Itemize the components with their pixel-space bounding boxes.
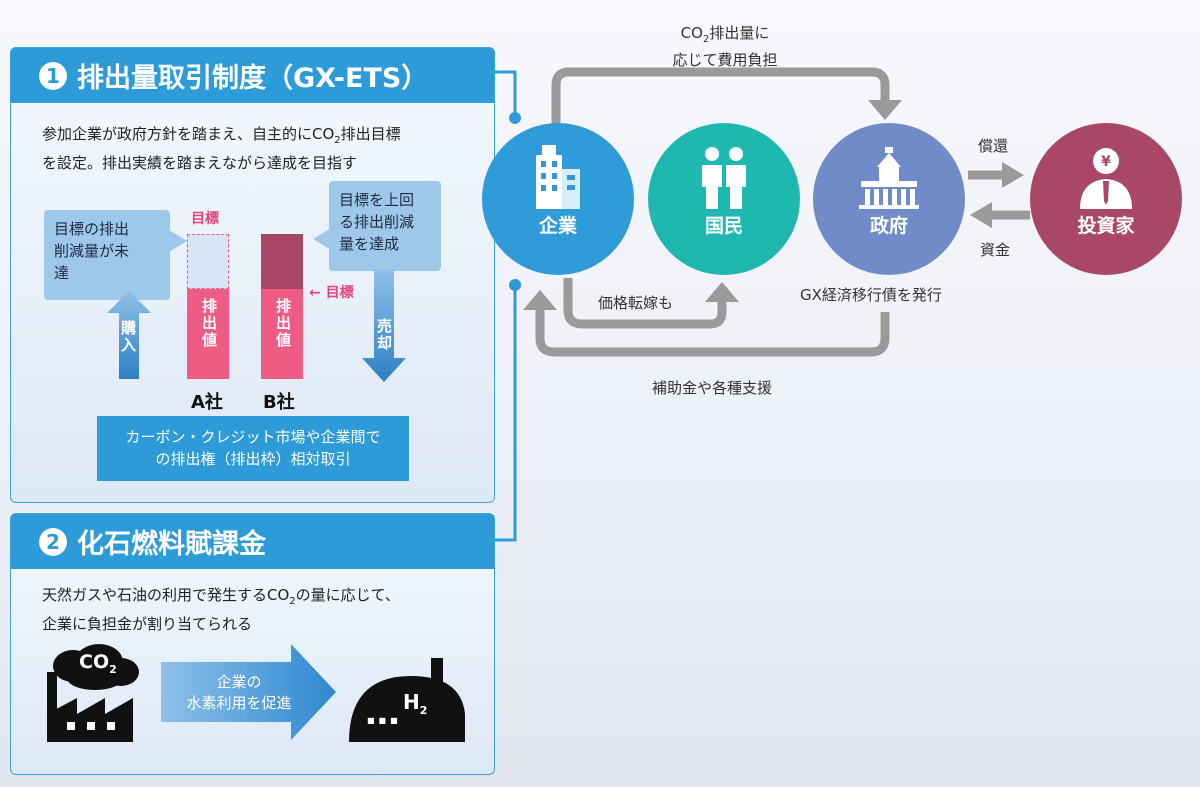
cost-label-b: 排出量に <box>709 24 770 42</box>
bubble-right-line1: 目標を上回 <box>339 191 415 209</box>
government-circle: 政府 <box>813 123 965 275</box>
panel2-header: 2 化石燃料賦課金 <box>11 514 494 569</box>
panel2-connector-line <box>494 285 517 542</box>
bubble-left-line3: 達 <box>54 264 70 282</box>
hydrogen-arrow-line2: 水素利用を促進 <box>186 694 292 712</box>
hydrogen-plant-windows: ■■■ <box>367 716 402 725</box>
hydrogen-promotion-arrow <box>161 644 336 740</box>
panel1-title: 排出量取引制度（GX-ETS） <box>77 63 429 94</box>
bubble-target-exceeded: 目標を上回 る排出削減 量を達成 <box>329 181 441 271</box>
top-flow-arrow <box>551 67 890 155</box>
bar-a-label: 排出値 <box>200 298 218 349</box>
government-label: 政府 <box>869 215 908 237</box>
top-flow-arrowhead <box>868 100 902 120</box>
target-label-a: 目標 <box>191 211 219 227</box>
bubble-left-line1: 目標の排出 <box>54 220 130 238</box>
company-b-label: B社 <box>263 392 295 413</box>
bubble-right-line3: 量を達成 <box>339 235 400 253</box>
subsidy-label: 補助金や各種支援 <box>652 379 773 397</box>
sell-arrow <box>362 270 406 382</box>
sell-label: 売却 <box>375 318 393 352</box>
panel1-description: 参加企業が政府方針を踏まえ、自主的にCO2排出目標 を設定。排出実績を踏まえなが… <box>42 123 401 175</box>
company-label: 企業 <box>538 215 577 237</box>
co2-sub: 2 <box>109 662 117 676</box>
citizens-circle: 国民 <box>648 123 800 275</box>
cost-label-line2: 応じて費用負担 <box>672 51 778 69</box>
panel2-desc-b: の量に応じて、 <box>295 586 400 604</box>
panel-fossil-fuel-levy: 2 化石燃料賦課金 天然ガスや石油の利用で発生するCO2の量に応じて、 企業に負… <box>10 513 495 775</box>
investor-icon: ¥ <box>1080 148 1132 209</box>
factory-co2-icon <box>47 644 139 742</box>
h2-main: H <box>403 690 420 714</box>
hydrogen-arrow-line1: 企業の <box>216 673 262 691</box>
building-icon <box>536 145 580 209</box>
cost-label-sub: 2 <box>702 34 710 45</box>
panel1-connector-dot <box>509 112 521 124</box>
panel1-desc-sub: 2 <box>334 135 341 146</box>
transition-bond-label: GX経済移行債を発行 <box>800 286 942 304</box>
hydrogen-plant-icon <box>349 658 465 742</box>
price-pass-label: 価格転嫁も <box>598 294 674 312</box>
bar-b-emission <box>261 289 303 379</box>
co2-cloud-text: CO2 <box>79 651 117 676</box>
panel2-description: 天然ガスや石油の利用で発生するCO2の量に応じて、 企業に負担金が割り当てられる <box>42 584 400 636</box>
bar-b-excess <box>261 234 303 289</box>
investor-label: 投資家 <box>1077 215 1135 237</box>
fund-arrowhead <box>970 202 992 228</box>
panel1-desc-line2: を設定。排出実績を踏まえながら達成を目指す <box>42 154 358 172</box>
price-flow-arrow <box>563 278 727 329</box>
panel2-desc-a: 天然ガスや石油の利用で発生するCO <box>42 586 290 604</box>
company-circle: 企業 <box>482 123 634 275</box>
h2-text: H2 <box>403 690 427 717</box>
repayment-label: 償還 <box>978 137 1009 155</box>
panel1-connector-line <box>494 70 517 118</box>
people-icon <box>702 147 746 209</box>
panel-gx-ets: 1 排出量取引制度（GX-ETS） 参加企業が政府方針を踏まえ、自主的にCO2排… <box>10 47 495 503</box>
hydrogen-arrow-text: 企業の 水素利用を促進 <box>169 672 309 714</box>
panel2-number: 2 <box>39 527 67 556</box>
panel2-desc-line2: 企業に負担金が割り当てられる <box>42 615 253 633</box>
bubble-right-tail <box>313 228 331 250</box>
bubble-left-line2: 削減量が未 <box>54 242 130 260</box>
buy-arrow <box>107 291 151 379</box>
h2-sub: 2 <box>419 704 428 717</box>
subsidy-flow-arrowhead <box>523 290 557 310</box>
credit-box-line2: の排出権（排出枠）相対取引 <box>155 450 351 468</box>
investor-circle: ¥ 投資家 <box>1030 123 1182 275</box>
yen-symbol: ¥ <box>1101 154 1111 170</box>
subsidy-flow-arrow <box>535 308 890 357</box>
repay-arrowhead <box>1002 162 1024 188</box>
company-a-label: A社 <box>191 392 223 413</box>
diet-building-icon <box>859 147 919 209</box>
panel1-number: 1 <box>39 61 67 90</box>
bubble-right-line2: る排出削減 <box>339 213 415 231</box>
credit-box-line1: カーボン・クレジット市場や企業間で <box>125 428 381 446</box>
panel1-desc-a: 参加企業が政府方針を踏まえ、自主的にCO <box>42 125 335 143</box>
bar-a-emission <box>187 289 229 379</box>
panel2-desc-sub: 2 <box>289 596 296 607</box>
buy-label: 購入 <box>119 320 137 354</box>
panel1-header: 1 排出量取引制度（GX-ETS） <box>11 48 494 103</box>
panel2-connector-dot <box>509 279 521 291</box>
citizens-label: 国民 <box>704 215 743 237</box>
bubble-left-tail <box>169 230 187 252</box>
bubble-target-not-met: 目標の排出 削減量が未 達 <box>44 210 170 300</box>
bar-b-label: 排出値 <box>274 298 292 349</box>
panel2-title: 化石燃料賦課金 <box>77 529 266 560</box>
panel1-desc-b: 排出目標 <box>340 125 401 143</box>
cost-label-co: CO <box>680 24 703 42</box>
target-label-b: ← 目標 <box>309 285 354 301</box>
credit-market-box: カーボン・クレジット市場や企業間で の排出権（排出枠）相対取引 <box>97 416 409 481</box>
price-flow-arrowhead <box>705 282 739 302</box>
cost-burden-label: CO2排出量に 応じて費用負担 <box>650 23 800 70</box>
funding-label: 資金 <box>980 241 1011 259</box>
co2-main: CO <box>79 651 110 673</box>
bar-a-target <box>187 234 229 289</box>
